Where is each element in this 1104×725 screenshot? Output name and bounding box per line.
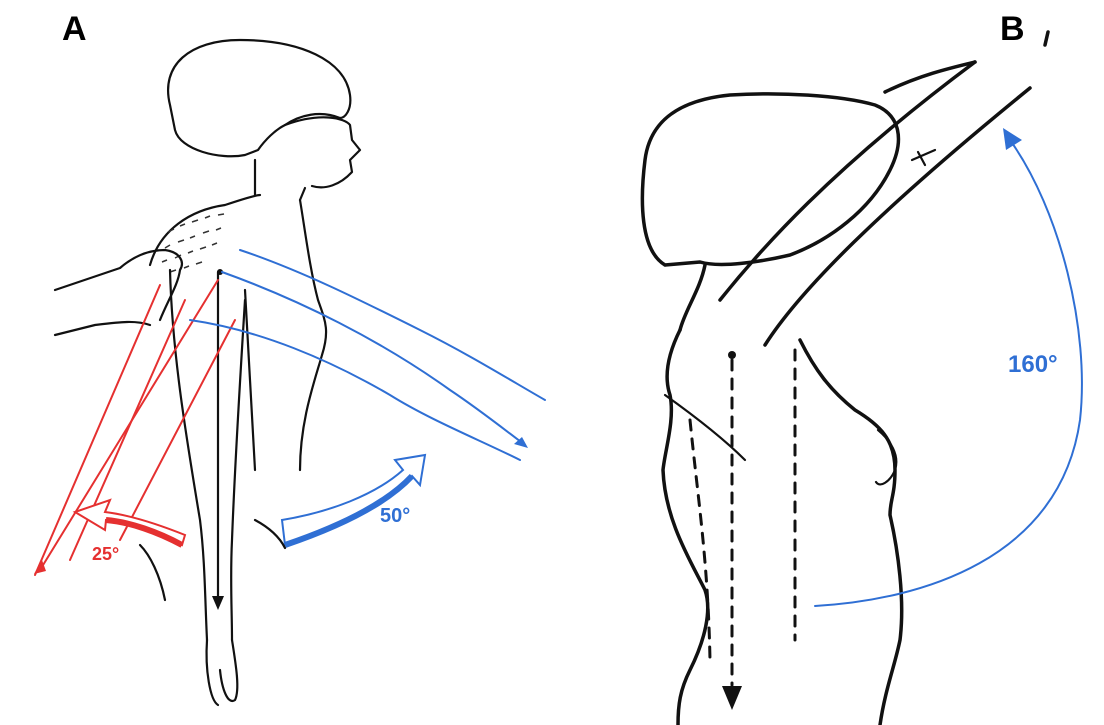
arm-neutral [170, 270, 207, 640]
elbow-mark [912, 150, 935, 165]
arm-raised-top [885, 62, 975, 92]
shoulder [150, 195, 260, 265]
neck-front [300, 188, 305, 200]
head-hair [168, 40, 350, 156]
shoulder-shading [162, 214, 224, 272]
panel-a-figure: 25° 50° [34, 40, 545, 705]
arm-extension-outer [35, 285, 160, 575]
flexion-angle-label-b: 160° [1008, 351, 1058, 378]
body-back-b [663, 330, 708, 725]
arm-flexion-axis [222, 272, 525, 445]
hand-neutral [207, 640, 238, 705]
waist-left [140, 545, 165, 600]
extension-angle-label: 25° [92, 544, 119, 564]
arm-neutral-inner [231, 300, 245, 640]
torso-back [300, 200, 326, 470]
torso-front [245, 290, 255, 470]
face [285, 117, 360, 187]
flexion-angle-label-a: 50° [380, 505, 410, 527]
shoulder-pivot-b [728, 351, 736, 359]
waist-right [255, 520, 285, 548]
neck-b [680, 265, 705, 330]
hand-top [1045, 32, 1048, 45]
flexion-arrowhead-b [1003, 128, 1022, 150]
flexion-angle-arrow [282, 455, 425, 545]
axis-arrowhead-b [722, 686, 742, 710]
panel-b-figure: 160° [642, 32, 1082, 725]
body-front-b [800, 340, 902, 725]
examiner-hand [55, 250, 182, 335]
arm-flexion-upper [240, 250, 545, 400]
axis-arrowhead-a [212, 596, 224, 610]
